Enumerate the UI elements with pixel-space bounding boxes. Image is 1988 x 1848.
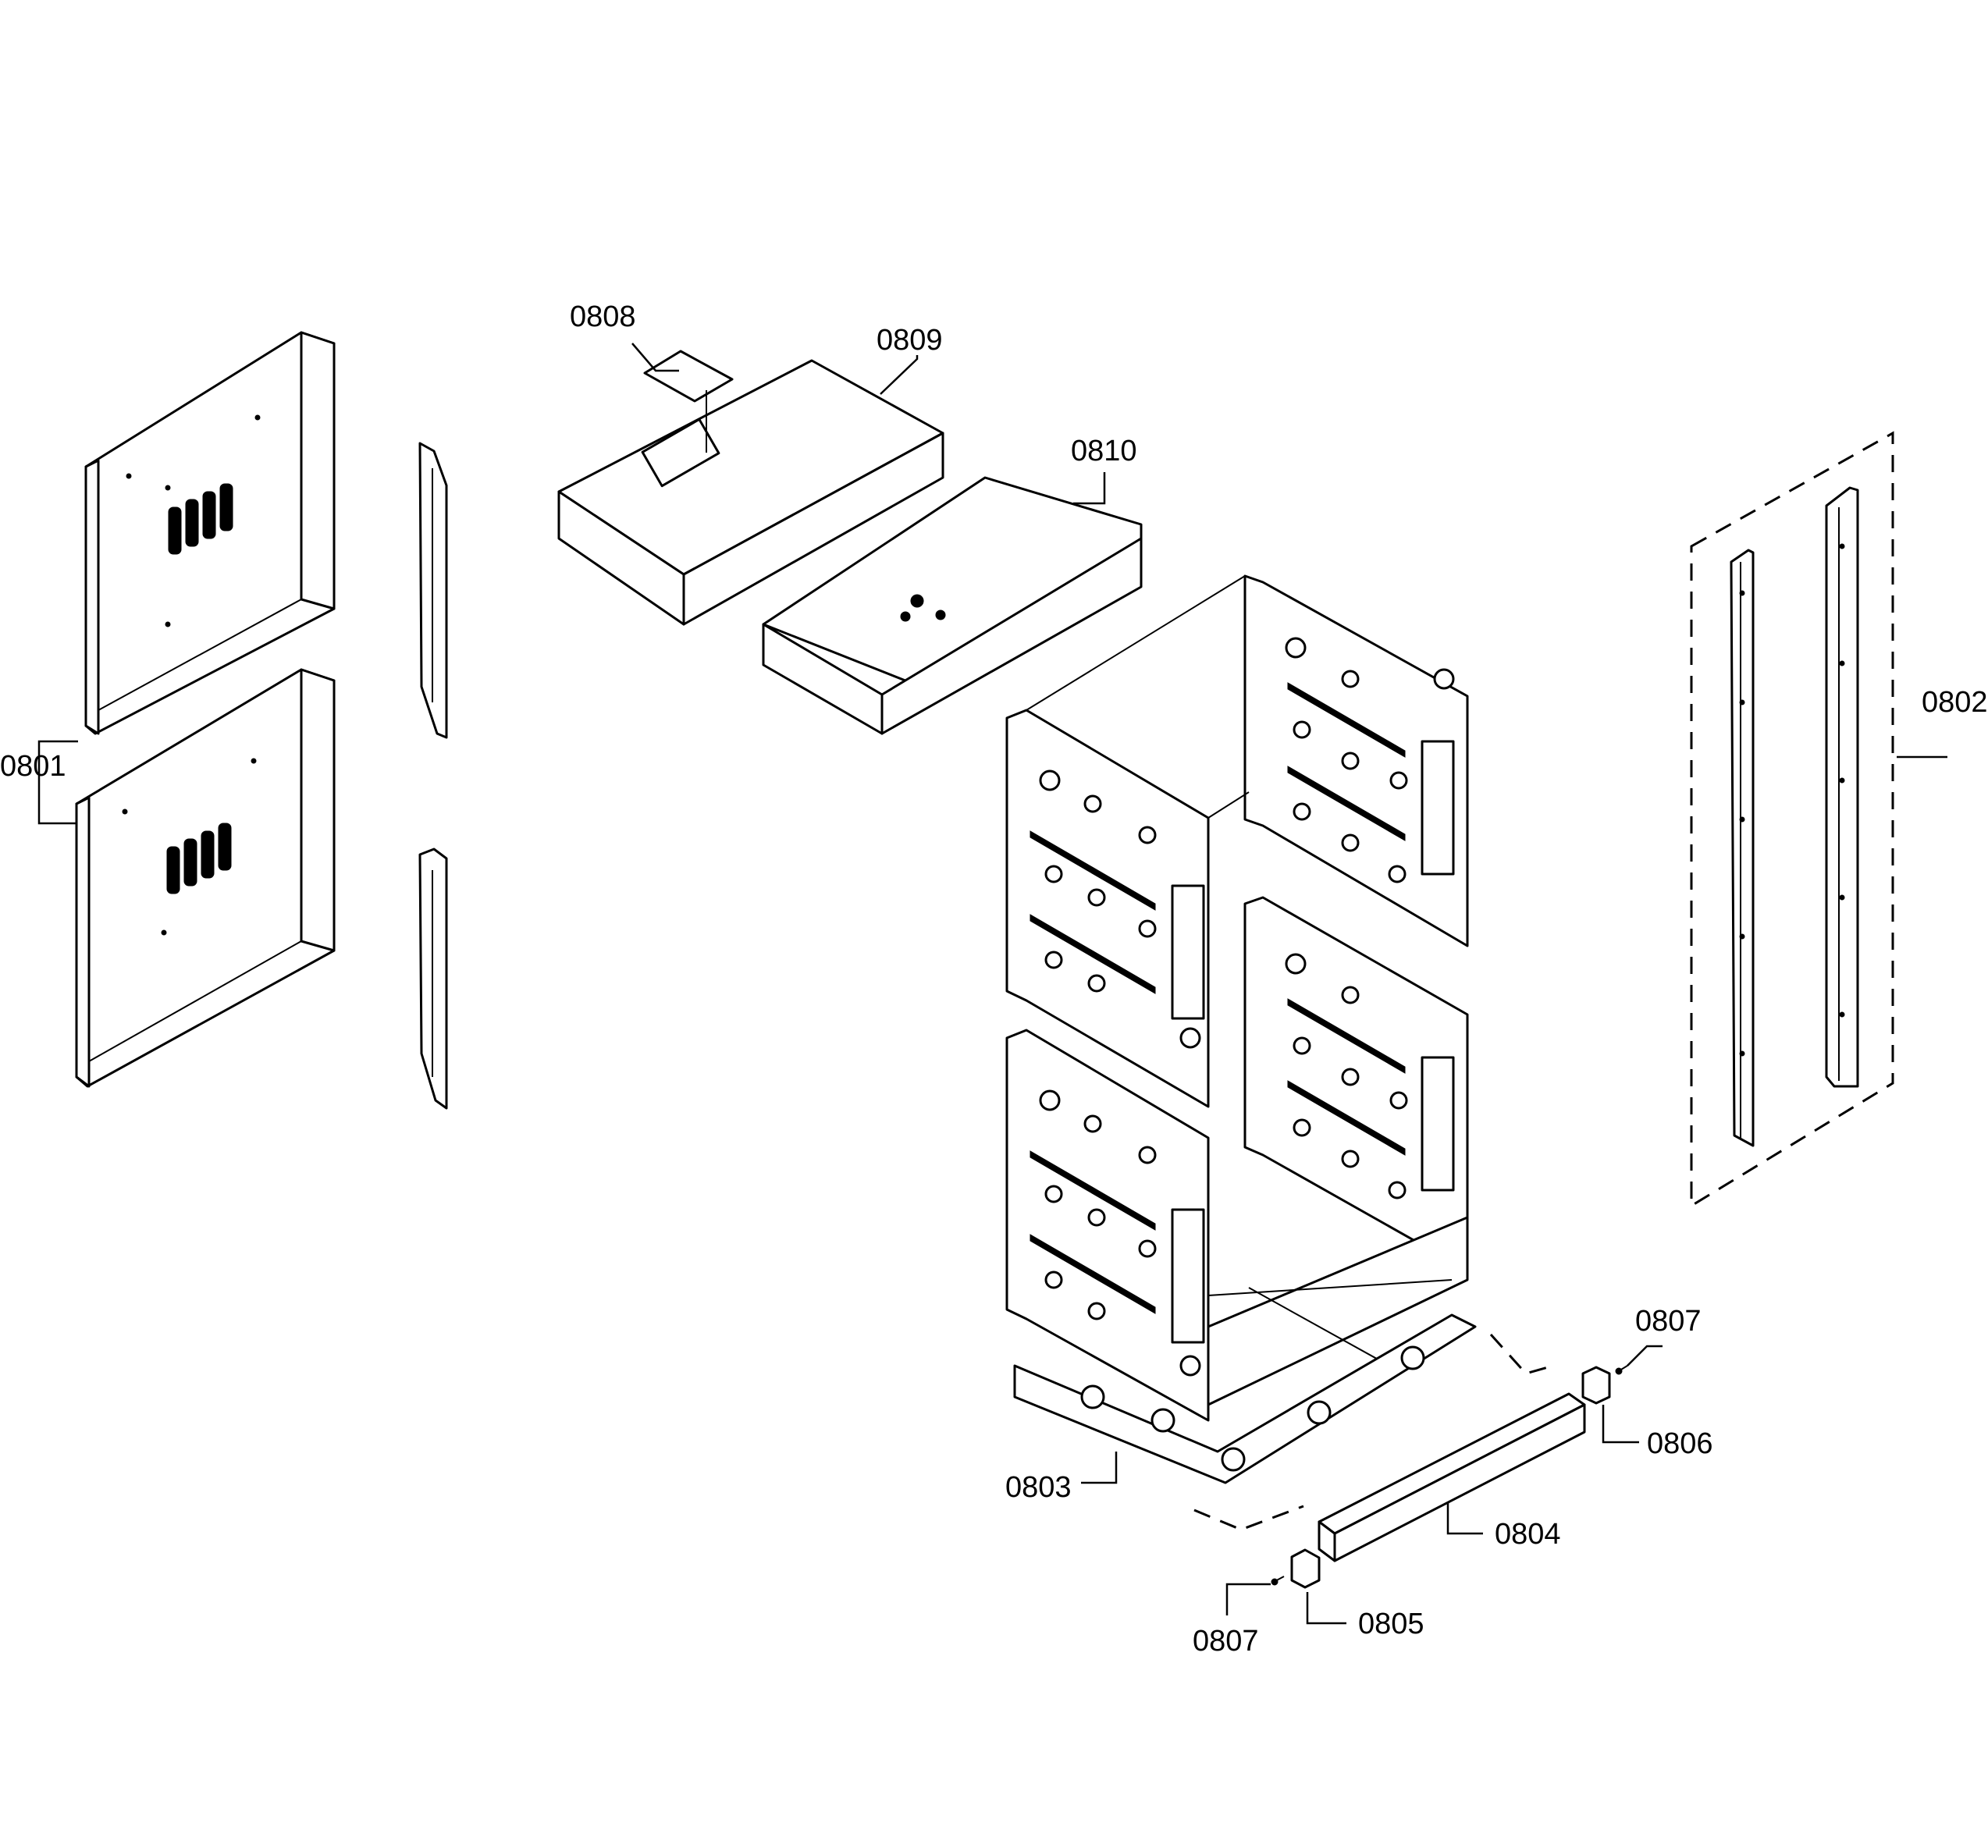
rail-set-0802 (1690, 431, 1894, 1208)
side-panel-lower (75, 668, 336, 1088)
label-0807-upper: 0807 (1635, 1305, 1702, 1338)
label-0807-lower: 0807 (1193, 1625, 1259, 1658)
end-cap-0805 (1290, 1548, 1321, 1589)
label-0806: 0806 (1647, 1427, 1713, 1460)
top-trim-0810 (762, 476, 1143, 735)
oven-frame (1005, 574, 1469, 1422)
label-0808: 0808 (570, 300, 636, 333)
assembly-dashes (1193, 1333, 1554, 1531)
label-0805: 0805 (1358, 1608, 1424, 1640)
base-0803 (1013, 1313, 1477, 1484)
label-0801: 0801 (0, 750, 66, 783)
side-trim-strips (418, 442, 448, 1110)
side-panel-upper (84, 331, 336, 735)
label-0809: 0809 (877, 324, 943, 357)
screw-0807-lower (1271, 1576, 1285, 1586)
label-0803: 0803 (1005, 1471, 1072, 1504)
label-0810: 0810 (1071, 435, 1137, 467)
label-0804: 0804 (1495, 1518, 1561, 1551)
plate-0808 (643, 350, 734, 453)
leader-lines (37, 343, 1947, 1625)
top-cover-0809 (557, 359, 944, 626)
end-cap-0806 (1581, 1366, 1611, 1405)
front-bar-0804 (1318, 1392, 1586, 1562)
label-0802: 0802 (1922, 686, 1988, 719)
screw-0807-upper (1615, 1365, 1628, 1375)
callout-labels: 0801 0802 0803 0804 0805 0806 0807 0807 … (0, 300, 1988, 1658)
